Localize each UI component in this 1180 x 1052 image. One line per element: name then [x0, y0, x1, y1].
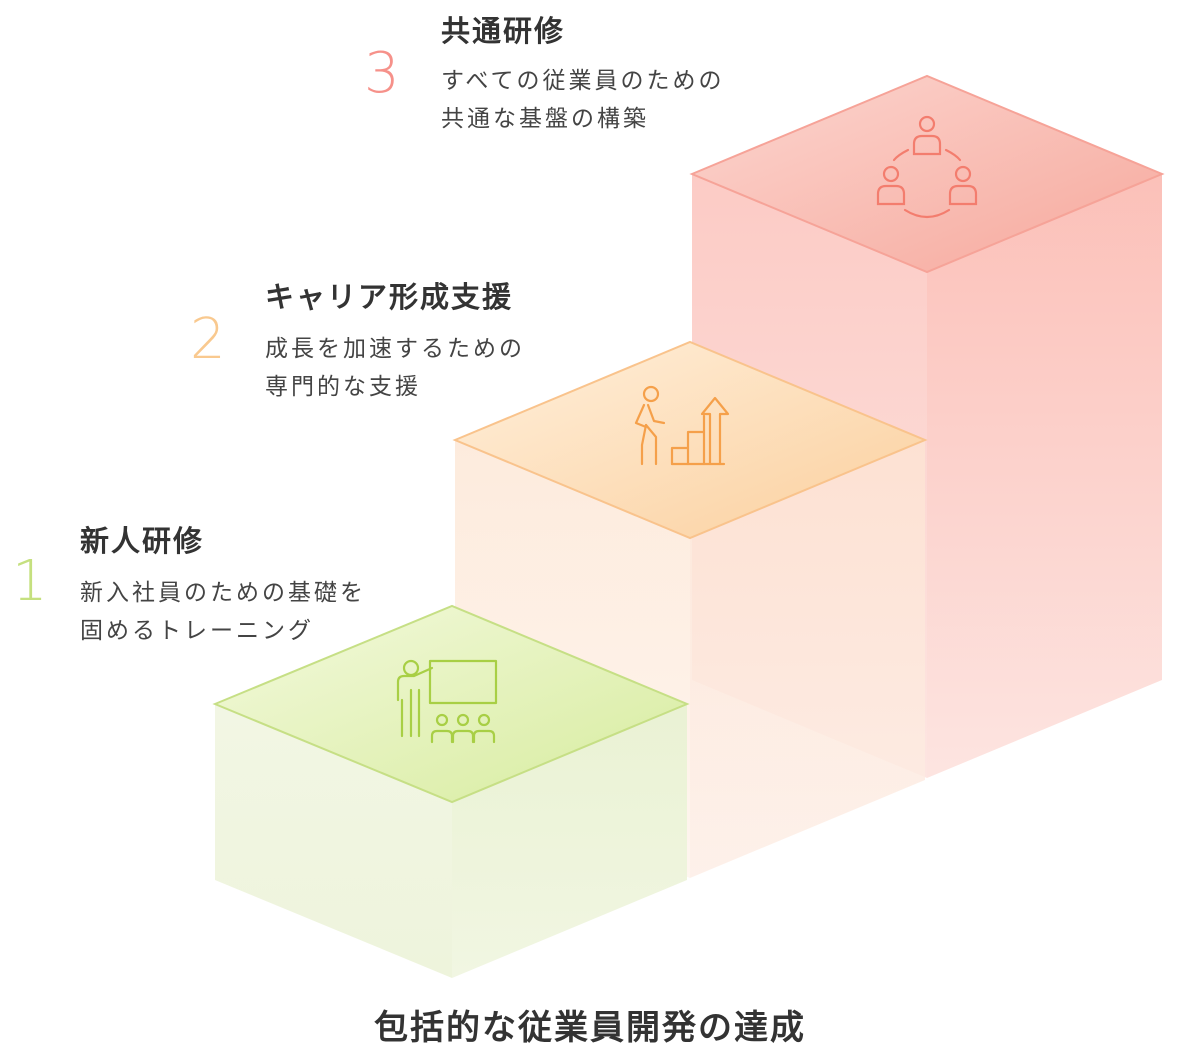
people-cycle-icon	[876, 115, 978, 219]
block-2-right-face	[690, 440, 925, 878]
block-1-left-face	[215, 704, 452, 978]
step-1-description: 新入社員のための基礎を 固めるトレーニング	[80, 574, 366, 650]
step-3-number: 3	[364, 41, 400, 106]
block-1-right-face	[452, 704, 687, 978]
block-2-top-face	[452, 340, 928, 540]
block-3-right-face	[927, 174, 1162, 778]
summary-caption: 包括的な従業員開発の達成	[374, 1008, 806, 1048]
step-1-description-line-1: 新入社員のための基礎を	[80, 580, 366, 606]
step-3-description: すべての従業員のための 共通な基盤の構築	[441, 62, 724, 138]
step-2-description-line-1: 成長を加速するための	[265, 336, 525, 362]
climbing-stairs-growth-icon	[634, 385, 730, 466]
step-2-description-line-2: 専門的な支援	[265, 374, 421, 400]
step-3-title: 共通研修	[441, 14, 566, 48]
step-2-number: 2	[190, 307, 226, 372]
step-2-title: キャリア形成支援	[265, 280, 514, 314]
step-1-title: 新人研修	[80, 524, 205, 558]
teacher-presentation-icon	[396, 659, 498, 744]
step-3-description-line-1: すべての従業員のための	[441, 68, 725, 94]
step-1-number: 1	[12, 549, 48, 614]
step-2-description: 成長を加速するための 専門的な支援	[265, 330, 525, 406]
step-3-description-line-2: 共通な基盤の構築	[441, 106, 649, 132]
step-1-description-line-2: 固めるトレーニング	[80, 618, 314, 644]
block-3-top-face	[689, 74, 1165, 274]
